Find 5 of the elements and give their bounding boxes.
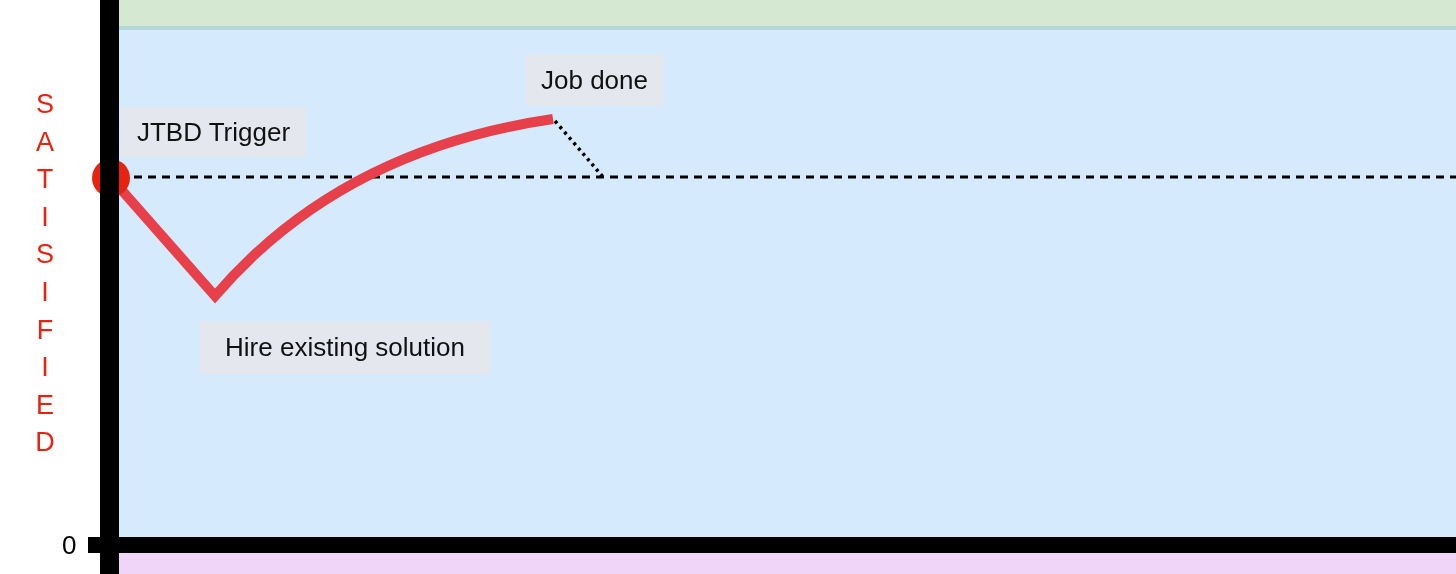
axis-tick-label: 0 [62,530,77,561]
label-text: Job done [541,64,648,96]
label-text: Hire existing solution [225,332,465,363]
label-text: JTBD Trigger [136,116,291,148]
axis-title: SATISIFIED [34,88,68,460]
